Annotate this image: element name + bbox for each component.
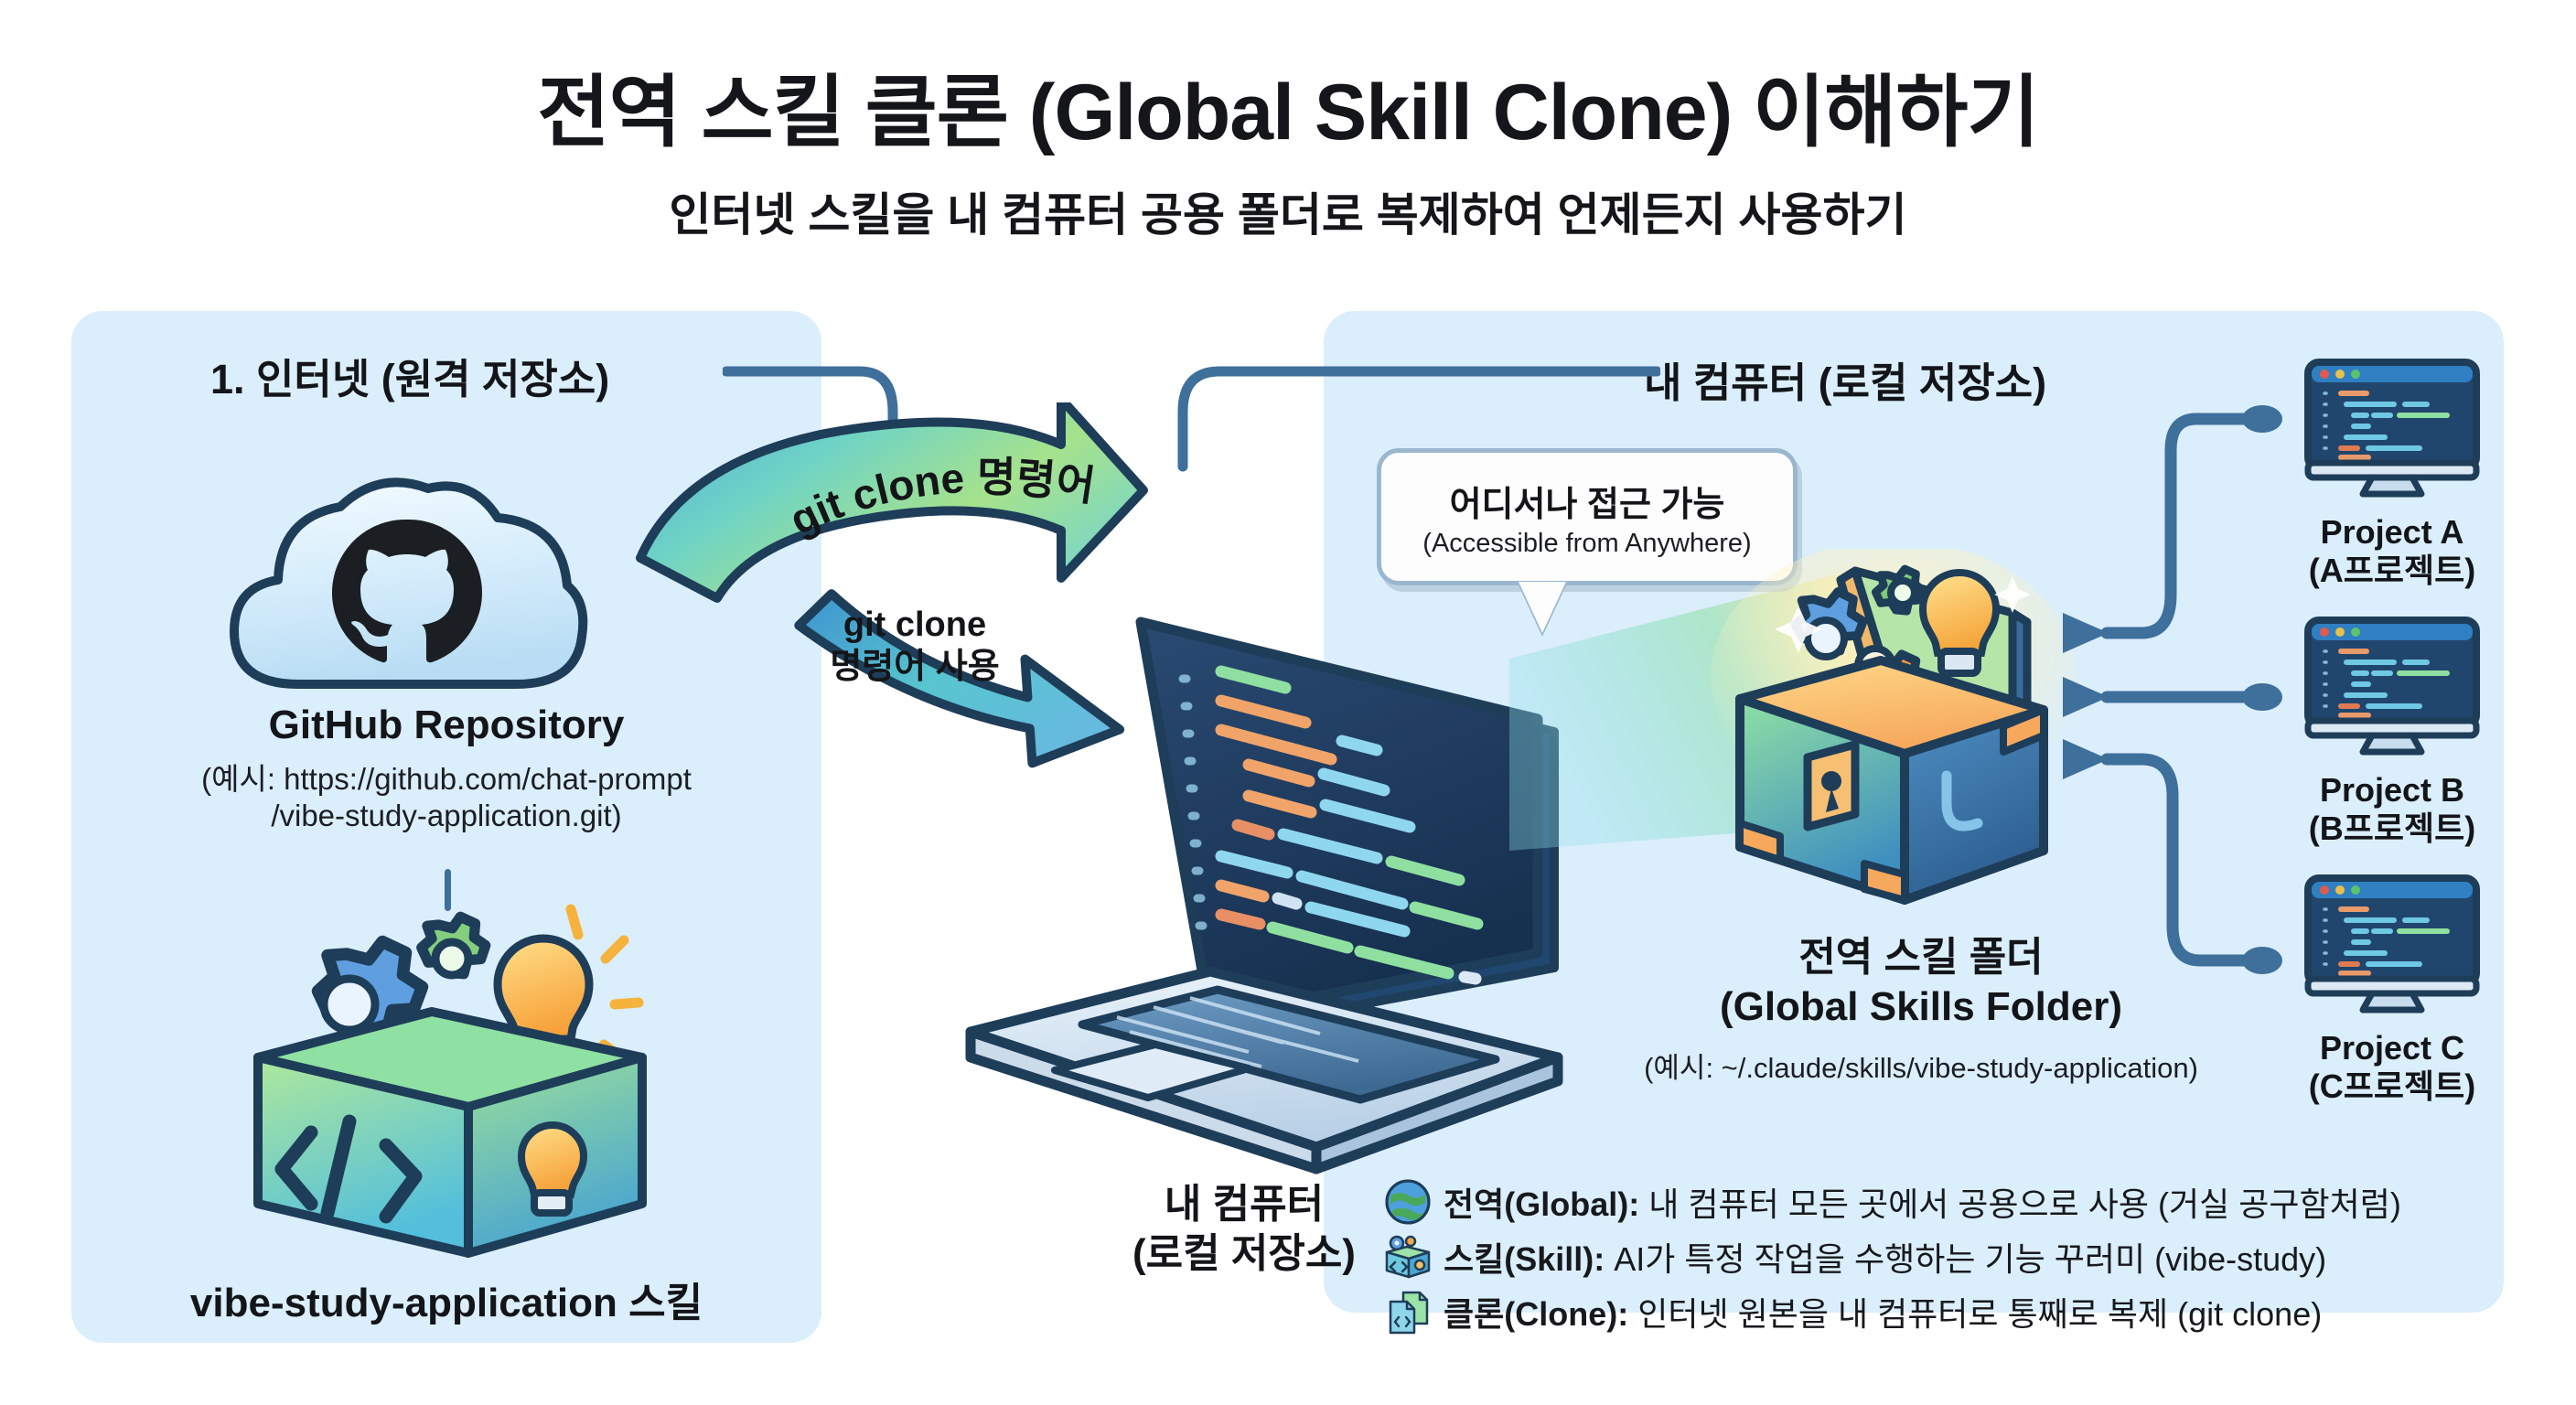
github-to-skill-connector	[445, 869, 451, 911]
legend-row-skill: 스킬(Skill): AI가 특정 작업을 수행하는 기능 꾸러미 (vibe-…	[1383, 1229, 2563, 1284]
legend-clone-desc: 인터넷 원본을 내 컴퓨터로 통째로 복제 (git clone)	[1628, 1295, 2323, 1333]
skill-box-icon	[1385, 1235, 1431, 1279]
legend-skill-term: 스킬(Skill):	[1444, 1240, 1605, 1278]
project-b-label: Project B (B프로젝트)	[2273, 771, 2511, 849]
right-title-connector	[1177, 366, 1660, 472]
legend: 전역(Global): 내 컴퓨터 모든 곳에서 공용으로 사용 (거실 공구함…	[1383, 1174, 2563, 1339]
monitor-icon	[2304, 617, 2480, 756]
project-b-item: Project B (B프로젝트)	[2273, 615, 2511, 849]
treasure-chest-icon	[1711, 549, 2077, 905]
git-clone-note: git clone 명령어 사용	[723, 604, 1107, 689]
github-repository-label: GitHub Repository	[268, 702, 625, 747]
project-b-korean: (B프로젝트)	[2308, 810, 2476, 848]
legend-clone-text: 클론(Clone): 인터넷 원본을 내 컴퓨터로 통째로 복제 (git cl…	[1444, 1288, 2322, 1335]
project-c-label: Project C (C프로젝트)	[2273, 1029, 2511, 1107]
left-title-connector	[723, 366, 898, 472]
project-a-korean: (A프로젝트)	[2308, 552, 2476, 590]
skill-box-icon	[253, 904, 647, 1258]
git-clone-note-line-1: git clone	[843, 606, 987, 644]
accessible-anywhere-bubble: 어디서나 접근 가능 (Accessible from Anywhere)	[1377, 448, 1798, 585]
chest-caption-line-1: 전역 스킬 폴더	[1798, 935, 2044, 980]
clone-doc-icon	[1389, 1291, 1429, 1335]
github-url-line-1: (예시: https://github.com/chat-prompt	[201, 762, 692, 796]
laptop-caption: 내 컴퓨터 (로컬 저장소)	[915, 1180, 1573, 1278]
project-connector-arrows	[2063, 405, 2282, 974]
chest-caption-line-2: (Global Skills Folder)	[1719, 983, 2123, 1029]
right-panel-title: 내 컴퓨터 (로컬 저장소)	[1644, 359, 2047, 406]
legend-clone-term: 클론(Clone):	[1444, 1295, 1629, 1333]
bubble-sub-text: (Accessible from Anywhere)	[1422, 528, 1752, 558]
git-clone-arrow	[636, 402, 1148, 768]
left-panel-title: 1. 인터넷 (원격 저장소)	[210, 356, 610, 402]
legend-row-global: 전역(Global): 내 컴퓨터 모든 곳에서 공용으로 사용 (거실 공구함…	[1383, 1174, 2563, 1229]
monitor-icon	[2304, 359, 2480, 498]
globe-icon	[1385, 1179, 1431, 1225]
project-c-name: Project C	[2319, 1029, 2465, 1067]
legend-global-desc: 내 컴퓨터 모든 곳에서 공용으로 사용 (거실 공구함처럼)	[1639, 1185, 2401, 1223]
global-skills-folder-path: (예시: ~/.claude/skills/vibe-study-applica…	[1644, 1052, 2198, 1084]
project-c-item: Project C (C프로젝트)	[2273, 873, 2511, 1107]
legend-global-term: 전역(Global):	[1444, 1185, 1640, 1223]
project-b-name: Project B	[2319, 771, 2465, 809]
git-clone-note-line-2: 명령어 사용	[830, 648, 1000, 687]
bubble-tail	[1519, 582, 1566, 633]
skill-caption: vibe-study-application 스킬	[189, 1281, 703, 1325]
project-a-name: Project A	[2320, 513, 2464, 551]
github-repository-url: (예시: https://github.com/chat-prompt /vib…	[71, 761, 821, 835]
page-title: 전역 스킬 클론 (Global Skill Clone) 이해하기	[537, 69, 2039, 156]
legend-skill-desc: AI가 특정 작업을 수행하는 기능 꾸러미 (vibe-study)	[1605, 1240, 2327, 1278]
laptop-icon	[965, 617, 1563, 1174]
project-a-item: Project A (A프로젝트)	[2273, 357, 2511, 591]
project-c-korean: (C프로젝트)	[2308, 1067, 2476, 1106]
github-cloud-icon	[230, 477, 588, 689]
project-a-label: Project A (A프로젝트)	[2273, 513, 2511, 591]
laptop-caption-line-1: 내 컴퓨터	[1164, 1182, 1325, 1227]
legend-skill-text: 스킬(Skill): AI가 특정 작업을 수행하는 기능 꾸러미 (vibe-…	[1444, 1233, 2326, 1281]
laptop-caption-line-2: (로컬 저장소)	[1132, 1230, 1356, 1276]
bubble-main-text: 어디서나 접근 가능	[1449, 485, 1725, 524]
page-subtitle: 인터넷 스킬을 내 컴퓨터 공용 폴더로 복제하여 언제든지 사용하기	[669, 189, 1907, 241]
monitor-icon	[2304, 874, 2480, 1014]
legend-row-clone: 클론(Clone): 인터넷 원본을 내 컴퓨터로 통째로 복제 (git cl…	[1383, 1284, 2563, 1339]
legend-global-text: 전역(Global): 내 컴퓨터 모든 곳에서 공용으로 사용 (거실 공구함…	[1444, 1178, 2401, 1226]
github-url-line-2: /vibe-study-application.git)	[271, 799, 622, 833]
global-skills-folder-caption: 전역 스킬 폴더 (Global Skills Folder)	[1555, 933, 2287, 1031]
